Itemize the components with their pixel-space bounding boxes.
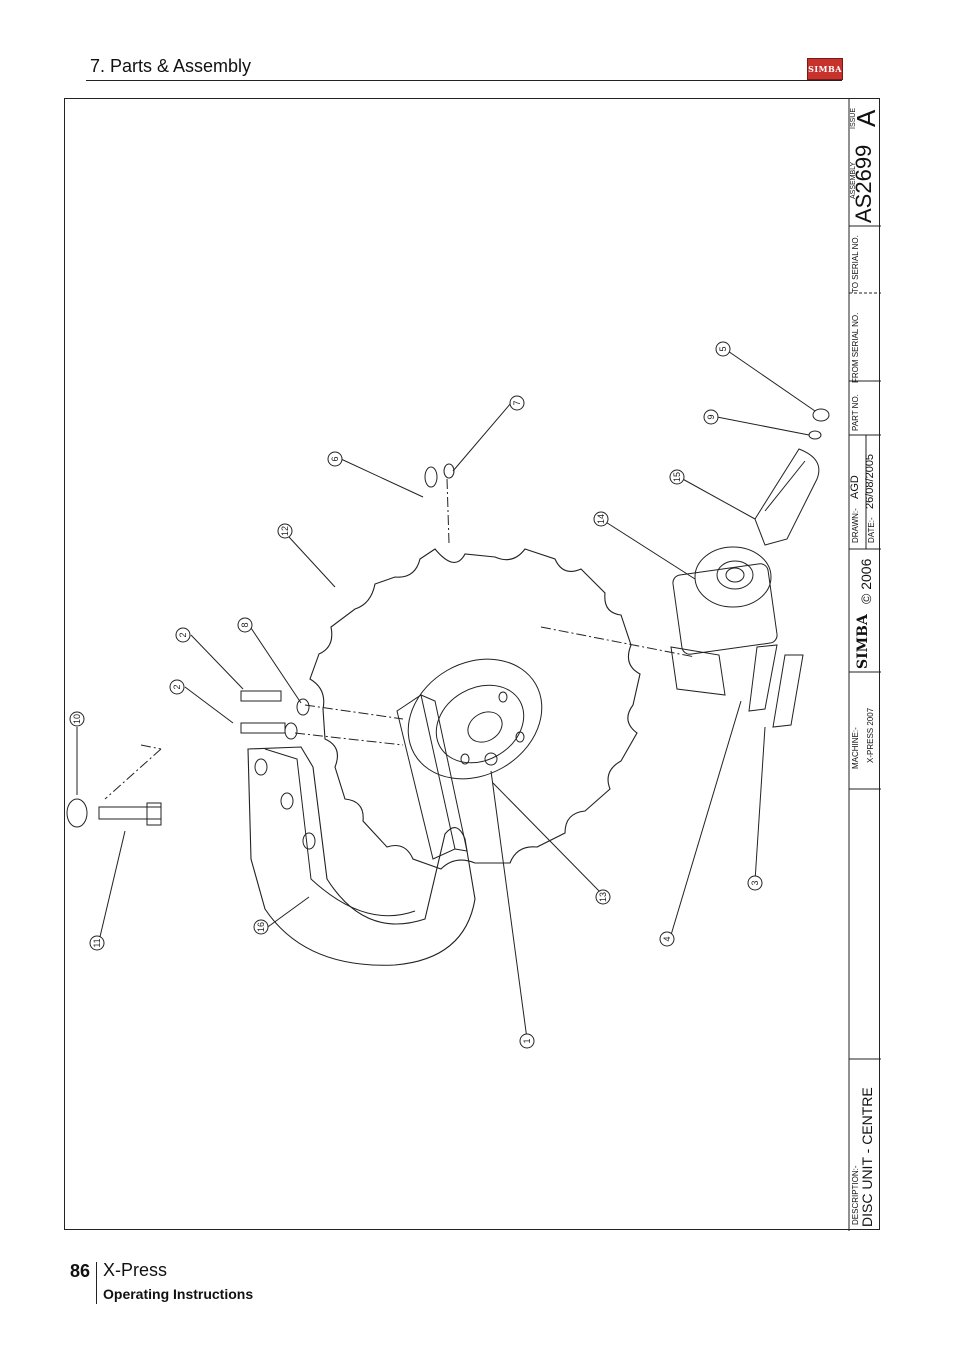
section-title: 7. Parts & Assembly [90,56,252,76]
balloon-7: 7 [509,395,525,411]
footer-divider [96,1262,97,1304]
to-serial-label: TO SERIAL NO. [851,235,860,293]
svg-text:5: 5 [718,346,728,351]
balloon-13: 13 [595,889,611,905]
machine-label: MACHINE:- [851,727,860,769]
drawn-label: DRAWN:- [851,508,860,543]
balloon-10: 10 [69,711,85,727]
svg-text:16: 16 [256,922,266,932]
balloon-5: 5 [715,341,731,357]
machine-value: X-PRESS 2007 [866,707,875,763]
drawn-value: AGD [849,475,861,499]
svg-text:1: 1 [522,1038,532,1043]
exploded-assembly-drawing: 1 2 2 3 4 5 6 7 8 9 10 11 12 13 14 15 16 [66,99,881,1231]
header-rule [86,80,842,81]
simba-logo: SIMBA [807,58,843,80]
title-block-simba-logo: SIMBA [855,614,871,669]
svg-text:8: 8 [240,622,250,627]
date-label: DATE:- [867,517,876,543]
svg-text:12: 12 [280,526,290,536]
svg-text:7: 7 [512,400,522,405]
balloon-4: 4 [659,931,675,947]
from-serial-label: FROM SERIAL NO. [851,312,860,383]
balloon-3: 3 [747,875,763,891]
balloon-11: 11 [89,935,105,951]
svg-text:2: 2 [172,684,182,689]
document-subtitle: Operating Instructions [103,1286,254,1302]
balloon-6: 6 [327,451,343,467]
svg-text:3: 3 [750,880,760,885]
assembly-number: AS2699 [851,144,876,223]
svg-text:10: 10 [72,714,82,724]
issue-value: A [851,109,881,127]
svg-text:11: 11 [92,938,102,947]
date-value: 26/08/2005 [864,453,876,509]
balloon-8: 8 [237,617,253,633]
copyright: © 2006 [858,558,874,604]
svg-text:9: 9 [706,414,716,419]
balloon-2a: 2 [175,627,191,643]
svg-text:4: 4 [662,936,672,941]
balloon-2b: 2 [169,679,185,695]
balloon-15: 15 [669,469,685,485]
description-value: DISC UNIT - CENTRE [859,1087,875,1227]
balloon-14: 14 [593,511,609,527]
balloon-12: 12 [277,523,293,539]
svg-text:14: 14 [596,514,606,524]
drawing-frame: 1 2 2 3 4 5 6 7 8 9 10 11 12 13 14 15 16… [64,98,881,1231]
page-number: 86 [70,1261,91,1281]
balloon-16: 16 [253,919,269,935]
part-no-label: PART NO. [851,394,860,431]
svg-text:2: 2 [178,632,188,637]
svg-text:13: 13 [598,892,608,902]
svg-text:15: 15 [672,472,682,482]
product-name: X-Press [103,1260,168,1280]
svg-text:6: 6 [330,456,340,461]
balloon-9: 9 [703,409,719,425]
balloon-1: 1 [519,1033,535,1049]
